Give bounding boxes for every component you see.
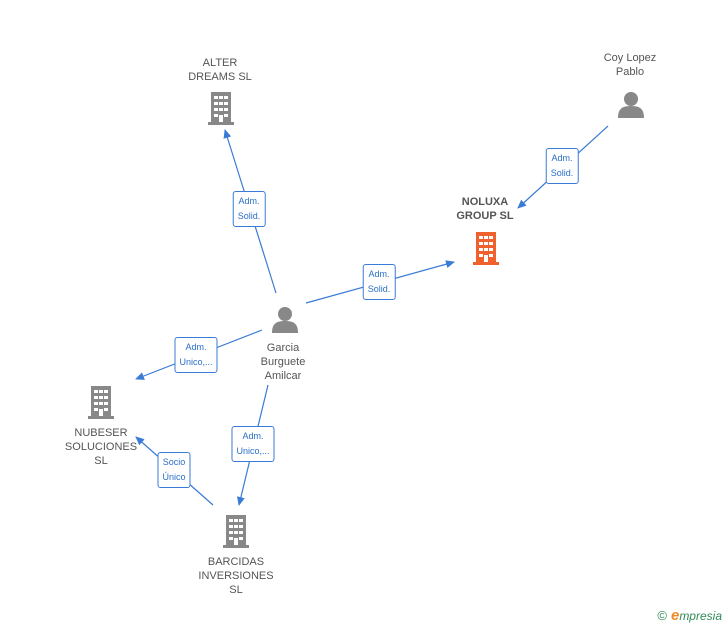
person-icon[interactable] xyxy=(272,307,298,333)
node-label-alter-dreams[interactable]: ALTER DREAMS SL xyxy=(188,57,252,83)
building-icon[interactable] xyxy=(473,232,499,265)
node-label-coy-lopez-pablo[interactable]: Coy Lopez Pablo xyxy=(603,52,657,78)
edge-label-garcia-nubeser: Adm. Unico,... xyxy=(174,337,218,373)
building-icon[interactable] xyxy=(208,92,234,125)
building-icon[interactable] xyxy=(223,515,249,548)
brand-initial: e xyxy=(670,607,680,624)
building-icon[interactable] xyxy=(88,386,114,419)
node-label-nubeser-soluciones[interactable]: NUBESER SOLUCIONES SL xyxy=(64,427,138,467)
edge-label-barcidas-nubeser: Socio Único xyxy=(157,452,191,488)
footer-brand: ©empresia xyxy=(657,607,722,624)
node-label-noluxa-group[interactable]: NOLUXA GROUP SL xyxy=(456,196,514,222)
edge-label-garcia-alter: Adm. Solid. xyxy=(232,191,266,227)
edge-label-coy-noluxa: Adm. Solid. xyxy=(545,148,579,184)
edges xyxy=(135,125,609,506)
edge-label-garcia-barcidas: Adm. Unico,... xyxy=(231,426,275,462)
edge-label-garcia-noluxa: Adm. Solid. xyxy=(362,264,396,300)
brand-name: mpresia xyxy=(679,609,722,623)
person-icon[interactable] xyxy=(618,92,644,118)
node-label-barcidas-inversiones[interactable]: BARCIDAS INVERSIONES SL xyxy=(198,556,274,596)
node-label-garcia-burguete-amilcar[interactable]: Garcia Burguete Amilcar xyxy=(260,342,306,382)
copyright-icon: © xyxy=(657,608,667,623)
